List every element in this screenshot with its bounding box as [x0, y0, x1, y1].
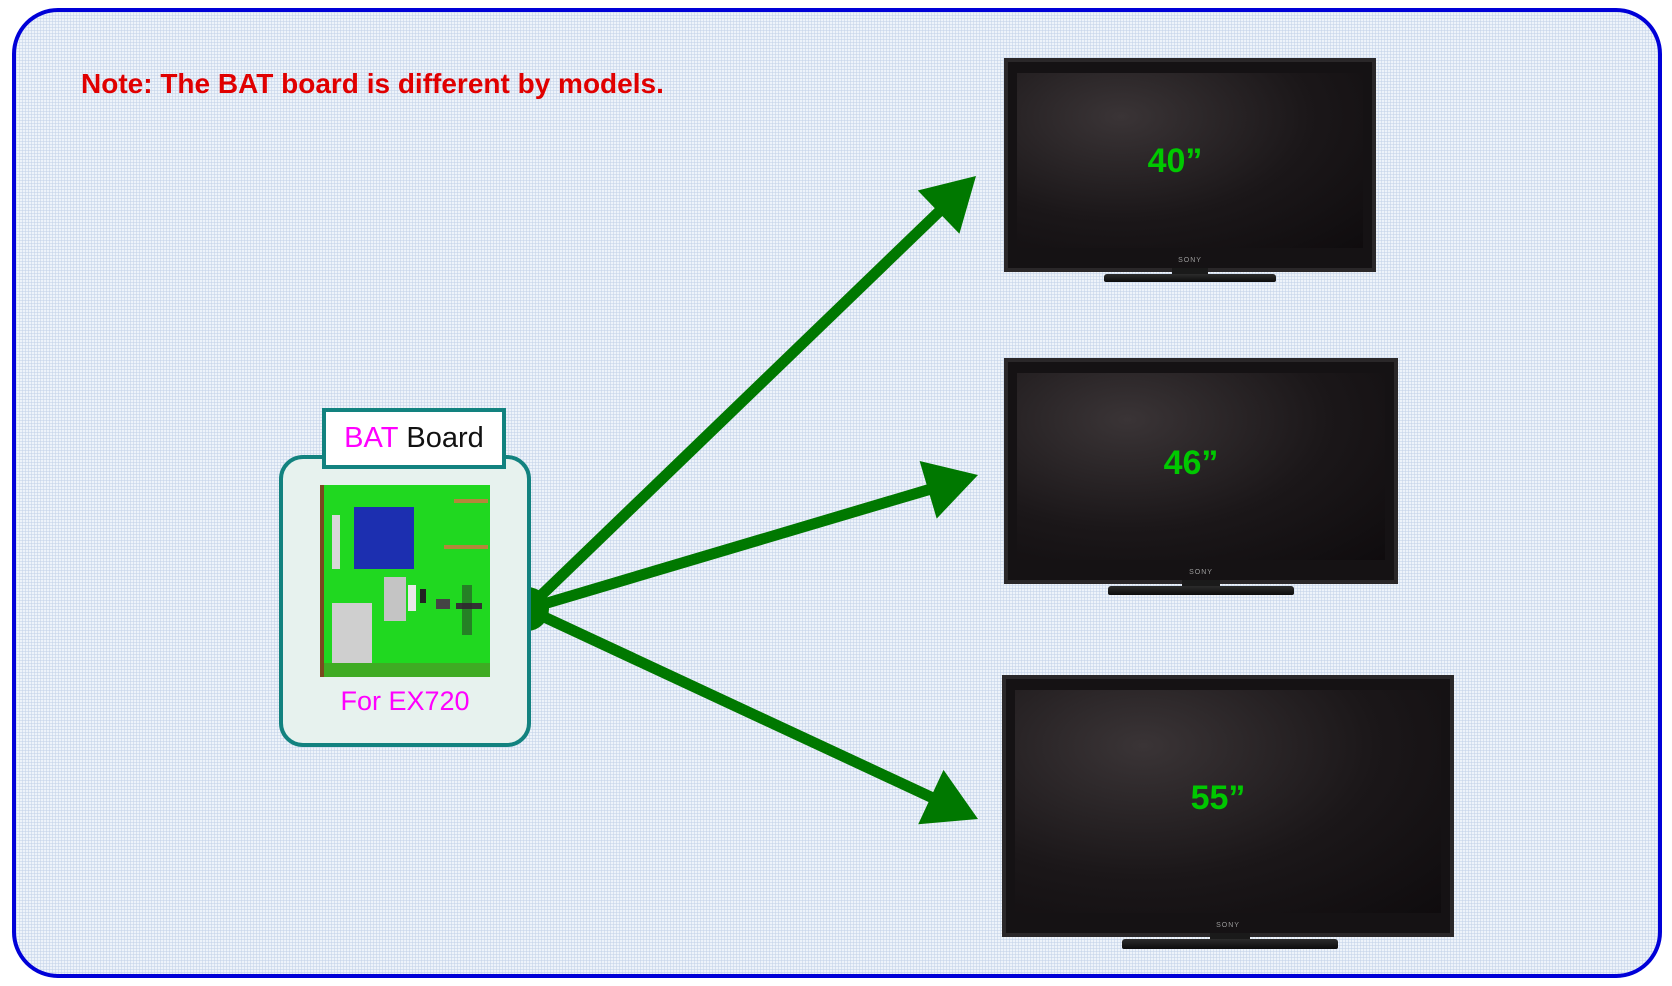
pcb-board-image: [320, 485, 490, 677]
tv-55: SONY 55”: [1002, 675, 1454, 951]
arrow-to-tv-40-head: [917, 176, 976, 234]
arrow-to-tv-55: [524, 604, 937, 804]
tv-46: SONY 46”: [1004, 358, 1398, 596]
arrow-to-tv-46: [525, 483, 934, 615]
bat-board-title: BAT Board: [322, 408, 506, 469]
tv-stand: [1108, 586, 1294, 595]
tv-stand: [1104, 274, 1276, 282]
tv-size-label: 40”: [1147, 142, 1203, 180]
arrow-to-tv-46-head: [919, 461, 978, 519]
tv-brand: SONY: [1189, 569, 1213, 576]
bat-label: BAT: [344, 422, 399, 454]
tv-size-label: 46”: [1163, 444, 1219, 482]
tv-40: SONY 40”: [1004, 58, 1376, 284]
arrow-to-tv-40: [523, 205, 946, 613]
tv-panel: SONY: [1004, 358, 1398, 584]
arrow-to-tv-55-head: [918, 769, 978, 825]
board-caption: For EX720: [340, 686, 470, 716]
tv-panel: SONY: [1002, 675, 1454, 937]
tv-stand: [1122, 939, 1338, 949]
note-text: Note: The BAT board is different by mode…: [81, 68, 664, 99]
tv-brand: SONY: [1178, 257, 1202, 264]
tv-size-label: 55”: [1190, 779, 1246, 817]
tv-panel: SONY: [1004, 58, 1376, 272]
board-label: Board: [406, 422, 484, 454]
tv-brand: SONY: [1216, 922, 1240, 929]
